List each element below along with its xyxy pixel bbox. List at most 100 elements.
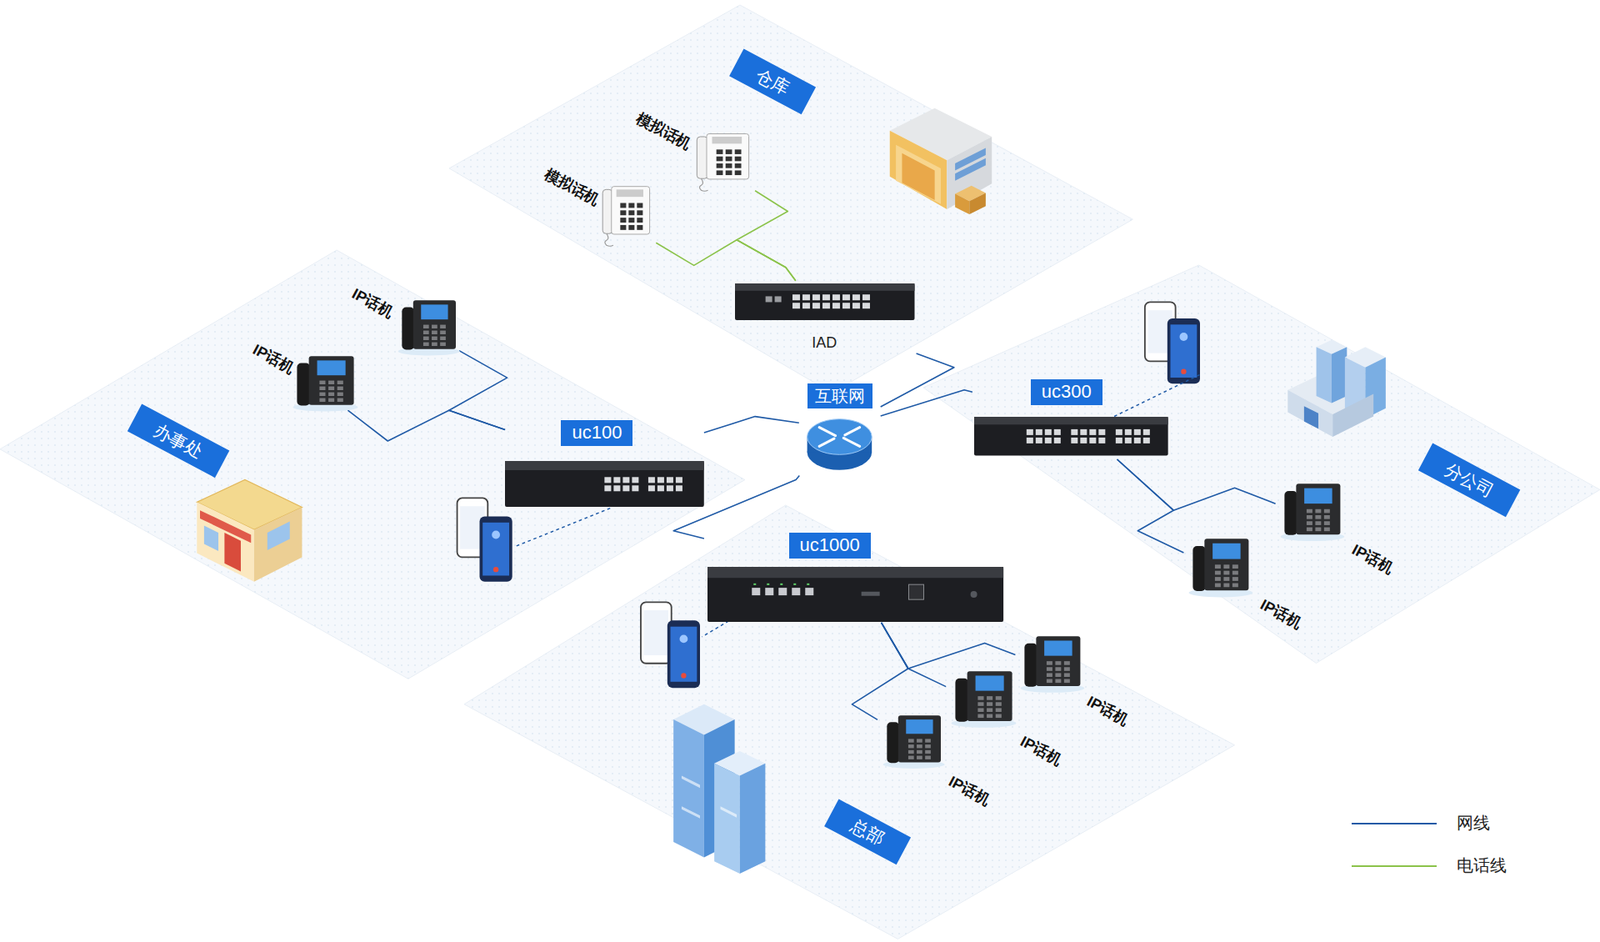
rect — [974, 416, 1169, 425]
polygon — [267, 521, 290, 550]
rect — [886, 721, 900, 763]
polygon — [1331, 346, 1347, 403]
polygon — [923, 265, 1600, 664]
rect — [629, 210, 635, 216]
polygon — [1316, 346, 1332, 403]
rect — [317, 360, 346, 375]
device-chassis — [735, 283, 915, 320]
phone-label: IP话机 — [1256, 595, 1305, 634]
rect — [603, 190, 614, 235]
legend-swatch — [1351, 822, 1437, 825]
rect — [1232, 576, 1239, 581]
rect — [1115, 428, 1123, 435]
phone-icon — [1023, 635, 1082, 690]
region-ground — [449, 5, 1133, 393]
rect — [725, 170, 733, 175]
network-device: uc300 — [972, 377, 1172, 460]
rect — [1296, 483, 1341, 535]
rect — [1324, 520, 1330, 525]
rect — [1224, 583, 1230, 588]
rect — [1026, 428, 1034, 435]
rect — [431, 341, 438, 345]
rect — [1224, 565, 1230, 570]
rect — [480, 515, 513, 581]
rect — [1045, 436, 1052, 443]
polygon — [681, 775, 700, 788]
rect — [1232, 583, 1239, 588]
rect — [637, 210, 644, 216]
rect — [1315, 520, 1322, 525]
rect — [986, 708, 993, 713]
rect — [440, 330, 446, 334]
rect — [420, 304, 448, 320]
polygon — [449, 5, 1133, 393]
rect — [925, 744, 931, 748]
region-tile: 分公司uc300IP话机IP话机 — [923, 265, 1600, 664]
rect — [622, 485, 630, 492]
rect — [402, 306, 415, 350]
region-tag: 仓库 — [729, 48, 816, 115]
rect — [1055, 660, 1062, 665]
polygon — [714, 763, 740, 874]
rect — [1324, 527, 1330, 532]
rect — [1193, 545, 1206, 591]
rect — [778, 587, 787, 595]
rect — [832, 295, 840, 301]
rect — [735, 170, 742, 175]
circle — [970, 590, 977, 598]
rect — [1054, 428, 1061, 435]
rect — [1055, 672, 1062, 677]
rect — [765, 296, 772, 303]
rect — [908, 744, 915, 748]
rect — [637, 203, 644, 209]
rect — [622, 477, 630, 484]
rect — [505, 460, 705, 470]
phone-label: IP话机 — [1083, 692, 1132, 731]
rect — [852, 303, 860, 310]
rect — [977, 708, 984, 713]
rect — [328, 380, 335, 385]
rect — [792, 303, 800, 310]
phone-label: 模拟话机 — [632, 109, 695, 155]
rect — [440, 341, 446, 345]
rect — [842, 303, 850, 310]
rect — [995, 702, 1002, 707]
rect — [1064, 672, 1070, 677]
internet-router: 互联网 — [799, 381, 881, 476]
rect — [1099, 428, 1106, 435]
rect — [1232, 565, 1239, 570]
rect — [751, 587, 760, 595]
region-tag: 总部 — [824, 798, 911, 865]
rect — [440, 324, 446, 328]
rect — [780, 582, 783, 585]
region-tile: 总部uc1000IP话机IP话机IP话机 — [464, 505, 1235, 939]
rect — [977, 702, 984, 707]
rect — [637, 218, 644, 224]
rect — [667, 620, 700, 688]
rect — [309, 355, 355, 405]
rect — [1025, 642, 1038, 686]
rect — [1143, 436, 1150, 443]
rect — [925, 738, 931, 742]
rect — [604, 485, 611, 492]
rect — [1205, 539, 1250, 591]
rect — [431, 324, 438, 328]
rect — [1080, 428, 1088, 435]
rect — [337, 398, 344, 402]
rect — [1285, 490, 1298, 535]
rect — [986, 696, 993, 701]
rect — [666, 477, 674, 484]
rect — [1143, 428, 1150, 435]
rect — [1125, 436, 1132, 443]
rect — [1224, 576, 1230, 581]
rect — [735, 283, 915, 320]
rect — [898, 715, 941, 762]
rect — [631, 485, 639, 492]
circle — [493, 566, 499, 572]
rect — [1071, 436, 1079, 443]
phone-icon — [1283, 482, 1342, 538]
legend-text: 电话线 — [1456, 854, 1507, 877]
device-label: uc1000 — [789, 532, 871, 559]
network-device: uc100 — [505, 418, 705, 510]
